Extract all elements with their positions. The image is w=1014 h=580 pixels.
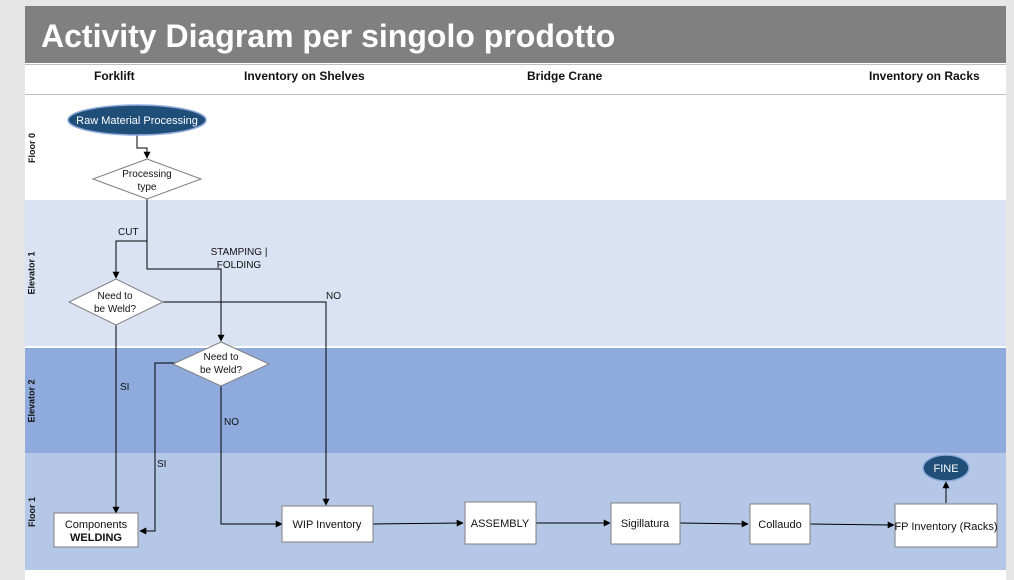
start-node-label: Raw Material Processing	[76, 115, 198, 127]
decision-processing-type-line2: type	[138, 182, 157, 193]
process-assembly-label: ASSEMBLY	[471, 518, 530, 530]
header-row	[25, 64, 1006, 95]
process-fp-inventory-label: FP Inventory (Racks)	[894, 521, 997, 533]
end-node-label: FINE	[933, 463, 958, 475]
process-sigillatura: Sigillatura	[610, 502, 681, 545]
process-collaudo-label: Collaudo	[758, 519, 801, 531]
edge-label-no-2: NO	[224, 417, 239, 428]
process-assembly: ASSEMBLY	[464, 501, 537, 545]
decision-need-weld-2-line1: Need to	[203, 352, 238, 363]
edge-weld1-no	[162, 301, 330, 506]
decision-need-weld-2-line2: be Weld?	[200, 365, 243, 376]
process-fp-inventory: FP Inventory (Racks)	[894, 503, 998, 548]
process-collaudo: Collaudo	[749, 503, 811, 545]
title-bar: Activity Diagram per singolo prodotto	[25, 6, 1006, 63]
process-components-welding: Components WELDING	[53, 512, 139, 548]
start-node: Raw Material Processing	[67, 104, 207, 136]
column-header-forklift: Forklift	[94, 69, 135, 83]
column-header-inventory-shelves: Inventory on Shelves	[244, 69, 365, 83]
edge-stamping-folding	[146, 241, 225, 342]
end-node: FINE	[922, 454, 970, 482]
edge-label-cut: CUT	[118, 227, 139, 238]
process-wip-inventory: WIP Inventory	[281, 505, 374, 543]
edge-label-si-1: SI	[120, 382, 129, 393]
edge-label-no-1: NO	[326, 291, 341, 302]
column-header-bridge-crane: Bridge Crane	[527, 69, 603, 83]
edge-collaudo-to-fp	[809, 521, 895, 529]
process-sigillatura-label: Sigillatura	[621, 518, 670, 530]
edge-sigillatura-to-collaudo	[679, 520, 749, 528]
edge-wip-to-assembly	[372, 519, 464, 527]
edge-cut	[112, 198, 148, 279]
edge-label-si-2: SI	[157, 459, 166, 470]
decision-need-weld-1: Need to be Weld?	[67, 278, 165, 326]
decision-need-weld-2: Need to be Weld?	[171, 341, 271, 387]
process-components-welding-line2: WELDING	[70, 532, 122, 544]
decision-need-weld-1-line2: be Weld?	[94, 304, 137, 315]
decision-processing-type: Processing type	[91, 158, 203, 200]
process-wip-inventory-label: WIP Inventory	[293, 519, 362, 531]
edge-weld2-si	[139, 362, 176, 535]
decision-need-weld-1-line1: Need to	[97, 291, 132, 302]
edge-label-stamping: STAMPING |	[211, 247, 268, 258]
process-components-welding-line1: Components	[65, 519, 128, 531]
edge-start-to-processing	[136, 134, 151, 159]
column-header-inventory-racks: Inventory on Racks	[869, 69, 980, 83]
edge-label-folding: FOLDING	[217, 260, 262, 271]
page-title: Activity Diagram per singolo prodotto	[41, 18, 616, 54]
decision-processing-type-line1: Processing	[122, 169, 171, 180]
edge-weld2-no	[220, 386, 283, 528]
lane-elevator-1	[25, 200, 1006, 346]
